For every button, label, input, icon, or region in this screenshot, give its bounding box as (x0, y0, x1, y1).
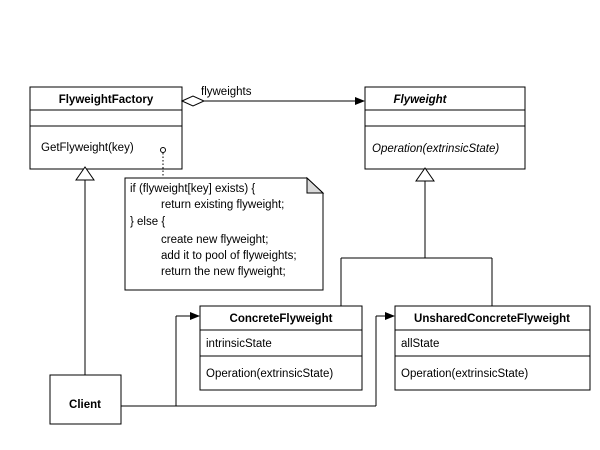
class-name-flyweight-factory: FlyweightFactory (59, 94, 154, 106)
note-anchor (160, 147, 166, 178)
note-line-3: } else { (130, 216, 165, 228)
attribute-all-state: allState (401, 338, 439, 350)
client-to-factory-association (75, 166, 95, 375)
operation-unshared: Operation(extrinsicState) (401, 368, 528, 380)
class-flyweight-factory: FlyweightFactory GetFlyweight(key) (29, 86, 183, 170)
class-name-flyweight: Flyweight (393, 94, 447, 106)
implementation-note: if (flyweight[key] exists) { return exis… (124, 176, 325, 291)
client-to-flyweights-association (121, 312, 395, 407)
note-line-6: return the new flyweight; (161, 266, 286, 278)
note-line-2: return existing flyweight; (161, 199, 284, 211)
class-flyweight: Flyweight Operation(extrinsicState) (364, 86, 526, 170)
attribute-intrinsic-state: intrinsicState (206, 338, 272, 350)
operation-concrete: Operation(extrinsicState) (206, 368, 333, 380)
class-unshared-concrete-flyweight: UnsharedConcreteFlyweight allState Opera… (394, 305, 591, 391)
class-name-client: Client (69, 399, 101, 411)
class-name-concrete-flyweight: ConcreteFlyweight (230, 313, 333, 325)
class-client: Client (49, 374, 122, 425)
operation-get-flyweight: GetFlyweight(key) (41, 142, 134, 154)
class-name-unshared-concrete-flyweight: UnsharedConcreteFlyweight (414, 313, 570, 325)
note-line-4: create new flyweight; (161, 234, 268, 246)
aggregation-label: flyweights (201, 86, 252, 98)
note-line-1: if (flyweight[key] exists) { (130, 183, 255, 195)
class-concrete-flyweight: ConcreteFlyweight intrinsicState Operati… (199, 305, 363, 391)
operation-flyweight: Operation(extrinsicState) (372, 143, 499, 155)
aggregation-flyweights: flyweights (180, 86, 365, 107)
note-line-5: add it to pool of flyweights; (161, 250, 297, 262)
generalization-flyweight (340, 167, 493, 306)
